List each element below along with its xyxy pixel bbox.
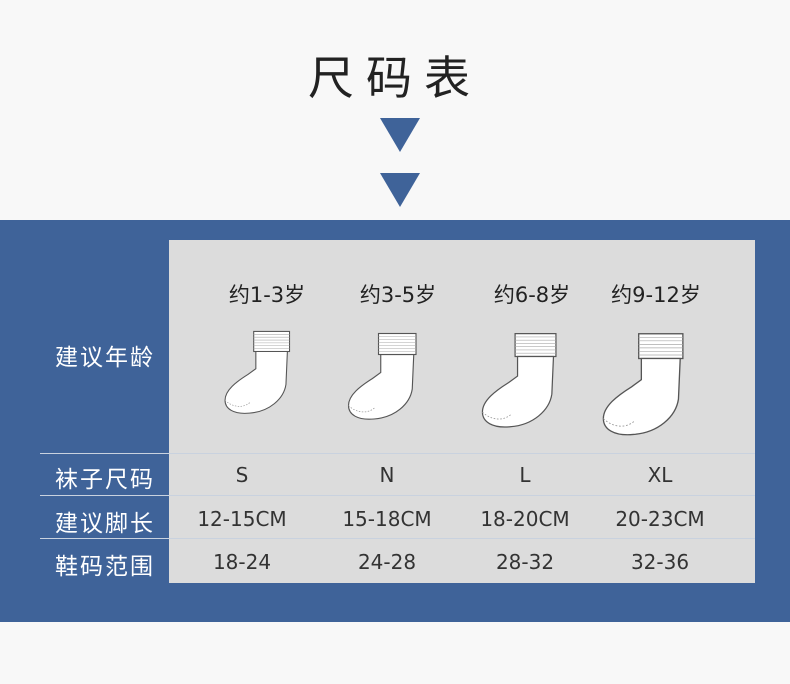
sock-icon <box>224 330 291 414</box>
sock-size-cell: N <box>379 463 395 487</box>
row-divider <box>40 453 755 454</box>
foot-length-cell: 15-18CM <box>342 507 432 531</box>
sock-icon <box>602 333 684 436</box>
foot-length-cell: 18-20CM <box>480 507 570 531</box>
shoe-range-cell: 18-24 <box>212 550 272 574</box>
sock-size-cell: S <box>235 463 249 487</box>
row-label-age: 建议年龄 <box>55 345 155 371</box>
foot-length-cell: 12-15CM <box>197 507 287 531</box>
row-label-foot-length: 建议脚长 <box>55 511 155 537</box>
row-label-shoe-range: 鞋码范围 <box>55 554 155 580</box>
age-cell: 约9-12岁 <box>611 283 701 307</box>
sock-size-cell: L <box>519 463 531 487</box>
foot-length-cell: 20-23CM <box>615 507 705 531</box>
row-divider <box>40 495 755 496</box>
row-label-sock-size: 袜子尺码 <box>55 467 155 493</box>
page-title: 尺码表 <box>308 51 482 105</box>
age-cell: 约3-5岁 <box>359 283 437 307</box>
row-divider <box>40 538 755 539</box>
age-cell: 约1-3岁 <box>228 283 306 307</box>
down-arrow-icon <box>380 118 420 152</box>
shoe-range-cell: 28-32 <box>495 550 555 574</box>
sock-size-cell: XL <box>647 463 673 487</box>
down-arrow-icon <box>380 173 420 207</box>
shoe-range-cell: 24-28 <box>357 550 417 574</box>
age-cell: 约6-8岁 <box>493 283 571 307</box>
sock-icon <box>347 332 417 420</box>
sock-icon <box>481 333 557 428</box>
shoe-range-cell: 32-36 <box>630 550 690 574</box>
